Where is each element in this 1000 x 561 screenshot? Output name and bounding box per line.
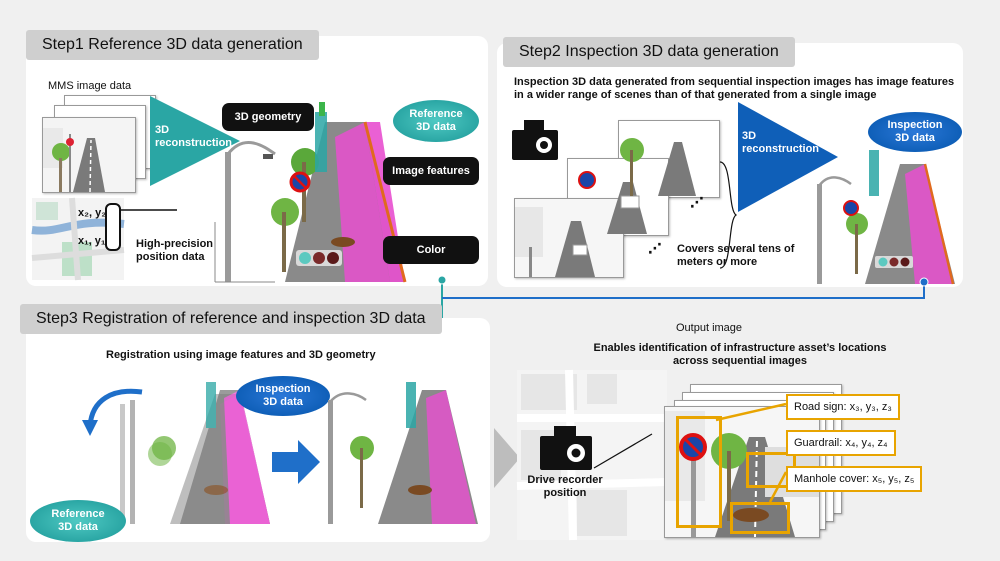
drive-recorder-icon <box>540 426 592 470</box>
street-photo-drawing <box>43 118 135 192</box>
geometry-label: 3D geometry <box>222 103 314 131</box>
color-label: Color <box>383 236 479 264</box>
ellipsis-1: ⋰ <box>690 194 704 210</box>
mms-label: MMS image data <box>48 80 132 92</box>
inspection-ellipse-3b: 3D data <box>263 396 303 408</box>
position-label-b: position data <box>136 251 205 263</box>
step3-title: Step3 Registration of reference and insp… <box>20 304 442 334</box>
reconstruction-label-1b: reconstruction <box>155 137 233 149</box>
covers-label-a: Covers several tens of <box>677 243 795 255</box>
step3-subtitle: Registration using image features and 3D… <box>106 349 376 361</box>
recorder-label-b: position <box>543 487 587 499</box>
step2-title: Step2 Inspection 3D data generation <box>503 37 795 67</box>
reconstruction-label-1: 3D reconstruction <box>155 124 232 150</box>
recorder-label: Drive recorder position <box>521 474 609 500</box>
reference-ellipse-3b: 3D data <box>58 521 98 533</box>
chevron-right-icon <box>494 428 520 488</box>
position-connector <box>119 209 177 211</box>
mms-photo-1 <box>42 117 136 193</box>
reference-ellipse-a: Reference <box>409 108 463 120</box>
manhole-label: Manhole cover: x₅, y₅, z₅ <box>786 466 923 492</box>
registration-scene <box>120 382 270 524</box>
reconstruction-triangle-2 <box>738 102 838 212</box>
step1-title: Step1 Reference 3D data generation <box>26 30 319 60</box>
right-arrow-icon <box>272 440 320 484</box>
camera-icon <box>512 120 558 160</box>
inspection-ellipse-2a: Inspection <box>887 119 943 131</box>
recorder-pointer <box>593 433 653 469</box>
inspection-3d-scene <box>817 150 955 285</box>
position-label-a: High-precision <box>136 238 214 250</box>
output-description: Enables identification of infrastructure… <box>580 342 900 368</box>
coord-marker-box <box>105 203 121 251</box>
covers-label: Covers several tens of meters or more <box>677 243 794 269</box>
inspection-ellipse-2b: 3D data <box>895 132 935 144</box>
reference-ellipse-3a: Reference <box>51 508 105 520</box>
covers-label-b: meters or more <box>677 256 758 268</box>
reconstruction-label-1a: 3D <box>155 124 170 136</box>
reconstruction-label-2: 3D reconstruction <box>742 130 819 156</box>
step2-desc-b: in a wider range of scenes than of that … <box>514 89 877 101</box>
seq-photo-3-drawing <box>620 138 696 196</box>
coord-label-1: x₁, y₁ <box>78 235 106 247</box>
reference-3d-scene <box>214 102 407 283</box>
registered-scene <box>328 382 478 524</box>
recorder-label-a: Drive recorder <box>527 474 603 486</box>
seq-photo-1 <box>514 198 624 278</box>
traffic-light-icon <box>296 250 342 266</box>
reconstruction-label-2b: reconstruction <box>742 143 820 155</box>
guardrail-label: Guardrail: x₄, y₄, z₄ <box>786 430 896 456</box>
inspection-ellipse-3a: Inspection <box>255 383 311 395</box>
reconstruction-label-2a: 3D <box>742 130 757 142</box>
road-sign-highlight <box>676 416 722 528</box>
step2-description: Inspection 3D data generated from sequen… <box>514 76 954 102</box>
output-desc-b: across sequential images <box>673 355 807 367</box>
output-title: Output image <box>676 322 743 334</box>
reference-ellipse-b: 3D data <box>416 121 456 133</box>
seq-photo-2-drawing <box>578 171 647 234</box>
road-sign-label: Road sign: x₃, y₃, z₃ <box>786 394 900 420</box>
rotate-arrow-icon <box>82 388 143 436</box>
step2-desc-a: Inspection 3D data generated from sequen… <box>514 76 955 88</box>
seq-street-drawing <box>515 199 623 277</box>
ellipsis-2: ⋰ <box>648 240 662 256</box>
manhole-highlight <box>730 502 790 534</box>
road-sign-icon <box>289 171 311 193</box>
position-label: High-precision position data <box>136 238 213 264</box>
coord-label-2: x₂, y₂ <box>78 207 107 219</box>
features-label: Image features <box>383 157 479 185</box>
output-desc-a: Enables identification of infrastructure… <box>593 342 887 354</box>
coverage-brace <box>719 161 738 269</box>
reconstruction-triangle-1 <box>150 96 240 186</box>
